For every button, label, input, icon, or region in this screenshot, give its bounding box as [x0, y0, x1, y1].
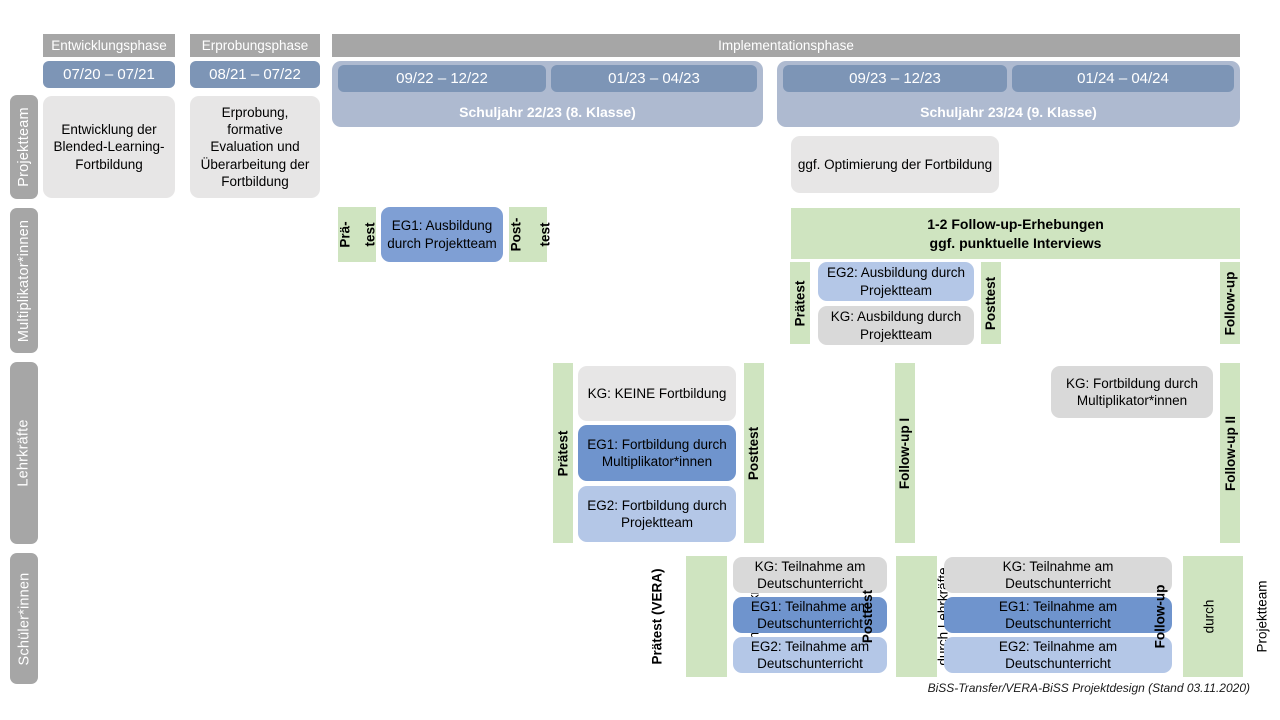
role-bar-multiplikatorinnen: Multiplikator*innen: [10, 208, 38, 353]
lehrkraefte-kg-keine-box: KG: KEINE Fortbildung: [578, 366, 736, 421]
phase-label-erprobungsphase: Erprobungsphase: [201, 38, 309, 53]
projektteam-entwicklung-box: Entwicklung der Blended-Learning-Fortbil…: [43, 96, 175, 198]
lehrkraefte-posttest-label: Posttest: [746, 426, 762, 480]
schuelerinnen-eg2-1-box: EG2: Teilnahme am Deutschunterricht: [733, 637, 887, 673]
multiplikatoren-posttest-bar: Post- test: [508, 207, 552, 262]
footer-caption: BiSS-Transfer/VERA-BiSS Projektdesign (S…: [927, 681, 1250, 695]
phase-label-implementationsphase: Implementationsphase: [718, 38, 854, 53]
schuelerinnen-eg1-1-box: EG1: Teilnahme am Deutschunterricht: [733, 597, 887, 633]
schuelerinnen-eg2-2-box: EG2: Teilnahme am Deutschunterricht: [944, 637, 1172, 673]
schuelerinnen-followup-label: Follow-up: [1152, 584, 1168, 649]
schuelerinnen-posttest-label: Posttest: [859, 589, 875, 644]
schuelerinnen-eg1-2-box: EG1: Teilnahme am Deutschunterricht: [944, 597, 1172, 633]
lehrkraefte-kg-fortbildung-text: KG: Fortbildung durch Multiplikator*inne…: [1065, 375, 1199, 408]
schuelerinnen-eg1-1-text: EG1: Teilnahme am Deutschunterricht: [750, 598, 870, 631]
multiplikatoren-praetest-line2: test: [362, 222, 378, 247]
multiplikatoren-eg1-text: EG1: Ausbildung durch Projektteam: [387, 218, 497, 251]
multiplikatoren-posttest2-bar: Posttest: [981, 262, 1001, 344]
multiplikatoren-posttest-line2: test: [537, 222, 553, 247]
role-label-lehrkraefte: Lehrkräfte: [16, 419, 33, 487]
lehrkraefte-eg2-box: EG2: Fortbildung durch Projektteam: [578, 486, 736, 542]
period-chip-p4: 01/23 – 04/23: [551, 65, 757, 92]
lehrkraefte-kg-keine-text: KG: KEINE Fortbildung: [587, 385, 727, 401]
lehrkraefte-eg2-text: EG2: Fortbildung durch Projektteam: [587, 497, 727, 530]
period-chip-p3: 09/22 – 12/22: [338, 65, 546, 92]
lehrkraefte-followup1-label: Follow-up I: [897, 417, 913, 489]
multiplikatoren-followup-band-line1: 1-2 Follow-up-Erhebungen: [927, 215, 1104, 232]
lehrkraefte-eg1-text: EG1: Fortbildung durch Multiplikator*inn…: [587, 436, 727, 469]
multiplikatoren-eg2-text: EG2: Ausbildung durch Projektteam: [826, 265, 966, 298]
lehrkraefte-kg-fortbildung-box: KG: Fortbildung durch Multiplikator*inne…: [1051, 366, 1213, 418]
multiplikatoren-eg1-box: EG1: Ausbildung durch Projektteam: [381, 207, 503, 262]
period-label-p3: 09/22 – 12/22: [396, 70, 488, 87]
lehrkraefte-posttest-bar: Posttest: [744, 363, 764, 543]
phase-header-implementationsphase: Implementationsphase: [332, 34, 1240, 57]
schuelerinnen-kg-1-box: KG: Teilnahme am Deutschunterricht: [733, 557, 887, 593]
schuelerinnen-eg2-2-text: EG2: Teilnahme am Deutschunterricht: [998, 638, 1118, 671]
multiplikatoren-kg-text: KG: Ausbildung durch Projektteam: [830, 309, 962, 342]
schuelerinnen-praetest-label: Prätest (VERA): [649, 568, 665, 665]
period-chip-p1: 07/20 – 07/21: [43, 61, 175, 88]
period-label-p1: 07/20 – 07/21: [63, 66, 155, 83]
phase-header-erprobungsphase: Erprobungsphase: [190, 34, 320, 57]
schuelerinnen-praetest-bar: Prätest (VERA) durch Lehrkräfte: [650, 556, 762, 677]
period-label-p6: 01/24 – 04/24: [1077, 70, 1169, 87]
multiplikatoren-praetest-bar: Prä- test: [337, 207, 378, 262]
multiplikatoren-followup-label: Follow-up: [1222, 271, 1238, 335]
lehrkraefte-praetest-label: Prätest: [555, 430, 571, 476]
school-year-label-2223: Schuljahr 22/23 (8. Klasse): [459, 104, 636, 120]
schuelerinnen-kg-2-box: KG: Teilnahme am Deutschunterricht: [944, 557, 1172, 593]
schuelerinnen-eg1-2-text: EG1: Teilnahme am Deutschunterricht: [998, 598, 1118, 631]
multiplikatoren-kg-box: KG: Ausbildung durch Projektteam: [818, 306, 974, 345]
multiplikatoren-praetest-line1: Prä-: [337, 221, 353, 248]
school-year-label-2324: Schuljahr 23/24 (9. Klasse): [920, 104, 1097, 120]
multiplikatoren-posttest2-label: Posttest: [983, 276, 999, 330]
role-label-multiplikatorinnen: Multiplikator*innen: [16, 219, 32, 342]
role-label-projektteam: Projektteam: [16, 107, 33, 187]
role-bar-projektteam: Projektteam: [10, 95, 38, 199]
phase-label-entwicklungsphase: Entwicklungsphase: [51, 38, 167, 53]
school-year-band-2223: 09/22 – 12/22 01/23 – 04/23 Schuljahr 22…: [332, 61, 763, 127]
period-chip-p6: 01/24 – 04/24: [1012, 65, 1234, 92]
schuelerinnen-followup-sublabel-1: durch: [1201, 599, 1217, 634]
lehrkraefte-followup2-bar: Follow-up II: [1220, 363, 1240, 543]
period-label-p5: 09/23 – 12/23: [849, 70, 941, 87]
multiplikatoren-posttest-line1: Post-: [508, 217, 524, 252]
role-label-schuelerinnen: Schüler*innen: [16, 572, 33, 665]
projektteam-erprobung-text: Erprobung, formative Evaluation und Über…: [200, 104, 310, 189]
lehrkraefte-praetest-bar: Prätest: [553, 363, 573, 543]
multiplikatoren-followup-band-line2: ggf. punktuelle Interviews: [929, 234, 1102, 251]
schuelerinnen-posttest-bar: Posttest durch Lehrkräfte: [860, 556, 951, 677]
schuelerinnen-eg2-1-text: EG2: Teilnahme am Deutschunterricht: [750, 638, 870, 671]
phase-header-entwicklungsphase: Entwicklungsphase: [43, 34, 175, 57]
projektteam-optimierung-text: ggf. Optimierung der Fortbildung: [797, 156, 993, 172]
period-label-p4: 01/23 – 04/23: [608, 70, 700, 87]
school-year-band-2324: 09/23 – 12/23 01/24 – 04/24 Schuljahr 23…: [777, 61, 1240, 127]
schuelerinnen-followup-bar: Follow-up durch Projektteam: [1153, 556, 1269, 677]
lehrkraefte-eg1-box: EG1: Fortbildung durch Multiplikator*inn…: [578, 425, 736, 481]
period-chip-p5: 09/23 – 12/23: [783, 65, 1007, 92]
multiplikatoren-praetest2-label: Prätest: [792, 280, 808, 326]
schuelerinnen-kg-2-text: KG: Teilnahme am Deutschunterricht: [1002, 558, 1114, 591]
lehrkraefte-followup1-bar: Follow-up I: [895, 363, 915, 543]
multiplikatoren-followup-bar: Follow-up: [1220, 262, 1240, 344]
period-label-p2: 08/21 – 07/22: [209, 66, 301, 83]
multiplikatoren-eg2-box: EG2: Ausbildung durch Projektteam: [818, 262, 974, 301]
role-bar-schuelerinnen: Schüler*innen: [10, 553, 38, 684]
period-chip-p2: 08/21 – 07/22: [190, 61, 320, 88]
role-bar-lehrkraefte: Lehrkräfte: [10, 362, 38, 544]
projektteam-entwicklung-text: Entwicklung der Blended-Learning-Fortbil…: [53, 122, 165, 172]
multiplikatoren-followup-band: 1-2 Follow-up-Erhebungen ggf. punktuelle…: [791, 208, 1240, 259]
multiplikatoren-praetest2-bar: Prätest: [790, 262, 810, 344]
projektteam-optimierung-box: ggf. Optimierung der Fortbildung: [791, 136, 999, 193]
schuelerinnen-kg-1-text: KG: Teilnahme am Deutschunterricht: [754, 558, 866, 591]
schuelerinnen-followup-sublabel-2: Projektteam: [1254, 580, 1270, 653]
lehrkraefte-followup2-label: Follow-up II: [1222, 415, 1238, 491]
projektteam-erprobung-box: Erprobung, formative Evaluation und Über…: [190, 96, 320, 198]
